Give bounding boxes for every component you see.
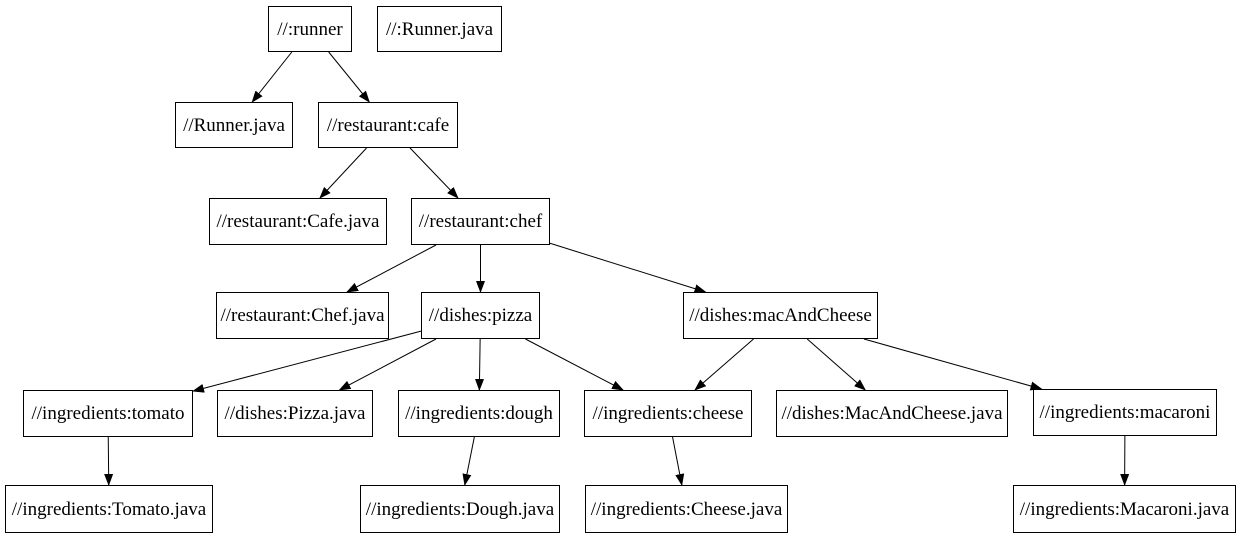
- graph-node-chef: //restaurant:chef: [411, 198, 550, 245]
- edge-pizza-to-dough: [475, 338, 485, 391]
- edge-chef-to-mac_and_cheese: [549, 242, 707, 294]
- graph-node-label: //ingredients:Cheese.java: [590, 498, 783, 520]
- graph-node-chef_java: //restaurant:Chef.java: [216, 292, 389, 339]
- graph-node-mac_and_cheese: //dishes:macAndCheese: [683, 292, 878, 339]
- graph-node-label: //ingredients:macaroni: [1039, 402, 1211, 423]
- edge-runner-to-runner_java: [251, 51, 293, 103]
- graph-node-mac_and_cheese_java: //dishes:MacAndCheese.java: [776, 390, 1008, 437]
- graph-node-pizza: //dishes:pizza: [421, 292, 540, 339]
- graph-node-label: //dishes:Pizza.java: [224, 403, 366, 424]
- graph-node-label: //restaurant:cafe: [326, 114, 450, 136]
- graph-node-label: //dishes:pizza: [428, 305, 533, 326]
- edge-cheese-to-cheese_java: [672, 436, 685, 486]
- graph-node-cafe_java: //restaurant:Cafe.java: [209, 198, 387, 245]
- graph-node-macaroni_java: //ingredients:Macaroni.java: [1013, 485, 1236, 533]
- edge-cafe-to-cafe_java: [319, 147, 367, 199]
- graph-node-label: //dishes:macAndCheese: [689, 305, 872, 326]
- graph-node-label: //restaurant:Cafe.java: [216, 211, 380, 232]
- graph-node-runner_java_root: //:Runner.java: [377, 6, 502, 52]
- graph-node-cheese_java: //ingredients:Cheese.java: [585, 485, 788, 533]
- graph-node-runner: //:runner: [268, 6, 352, 52]
- graph-node-label: //Runner.java: [183, 114, 285, 136]
- graph-node-macaroni: //ingredients:macaroni: [1033, 389, 1217, 436]
- graph-node-label: //:runner: [277, 18, 343, 40]
- graph-node-label: //restaurant:chef: [418, 211, 543, 232]
- graph-node-label: //ingredients:dough: [405, 403, 553, 424]
- edge-runner-to-cafe: [328, 51, 370, 103]
- edge-tomato-to-tomato_java: [104, 436, 114, 486]
- graph-node-cheese: //ingredients:cheese: [584, 390, 752, 437]
- edge-pizza-to-tomato: [192, 330, 422, 393]
- graph-node-tomato_java: //ingredients:Tomato.java: [5, 485, 213, 533]
- graph-node-dough: //ingredients:dough: [398, 390, 560, 437]
- edge-mac_and_cheese-to-macaroni: [863, 338, 1043, 391]
- graph-node-cafe: //restaurant:cafe: [318, 102, 458, 148]
- edge-chef-to-chef_java: [346, 244, 437, 293]
- edge-mac_and_cheese-to-mac_and_cheese_java: [806, 338, 867, 391]
- graph-node-label: //ingredients:cheese: [592, 403, 744, 424]
- graph-node-tomato: //ingredients:tomato: [23, 390, 193, 437]
- graph-node-label: //ingredients:tomato: [31, 403, 185, 424]
- graph-node-label: //ingredients:Tomato.java: [11, 498, 207, 520]
- graph-node-label: //restaurant:Chef.java: [220, 305, 385, 326]
- edge-dough-to-dough_java: [462, 436, 475, 486]
- graph-node-label: //ingredients:Dough.java: [365, 498, 555, 520]
- graph-node-runner_java: //Runner.java: [175, 102, 293, 148]
- edge-mac_and_cheese-to-cheese: [694, 338, 754, 391]
- edge-pizza-to-cheese: [525, 338, 624, 391]
- graph-node-label: //dishes:MacAndCheese.java: [781, 403, 1003, 424]
- graph-node-label: //:Runner.java: [385, 18, 494, 40]
- edge-pizza-to-pizza_java: [338, 338, 437, 391]
- graph-node-label: //ingredients:Macaroni.java: [1019, 498, 1230, 520]
- graph-node-dough_java: //ingredients:Dough.java: [360, 485, 560, 533]
- edge-cafe-to-chef: [409, 147, 459, 199]
- graph-node-pizza_java: //dishes:Pizza.java: [217, 390, 373, 437]
